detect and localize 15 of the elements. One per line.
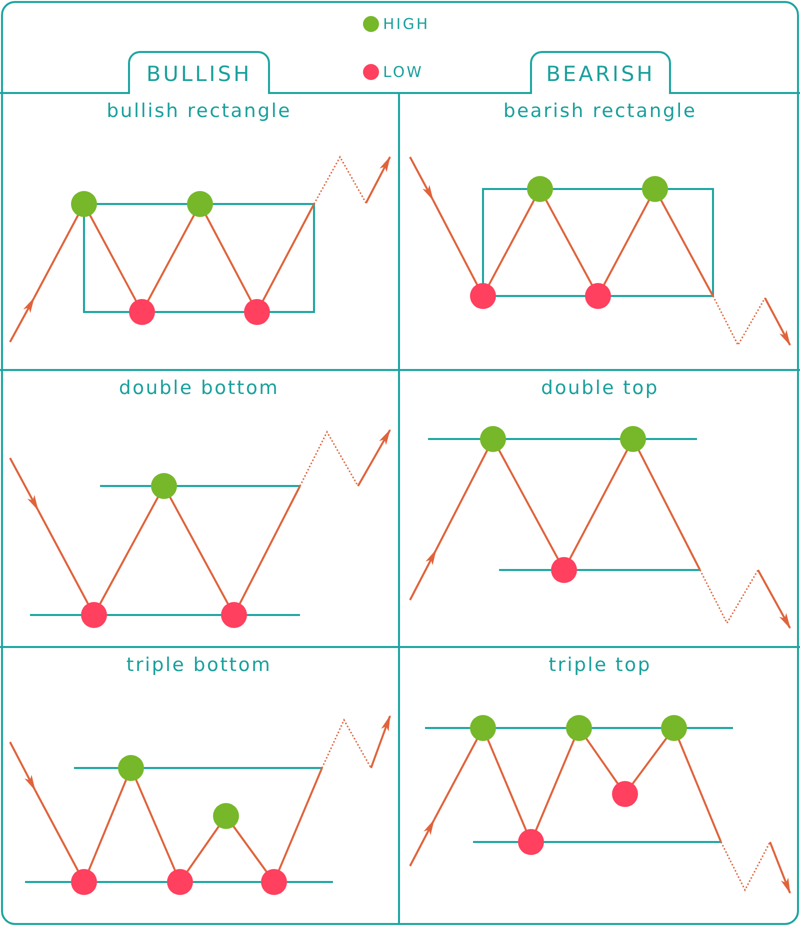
tab-label: BEARISH: [546, 60, 655, 86]
legend-label: HIGH: [383, 15, 430, 33]
tab-label: BULLISH: [146, 60, 252, 86]
panel-title: double bottom: [118, 376, 280, 400]
legend-label: LOW: [383, 63, 424, 81]
column-tab: [530, 51, 671, 94]
panel-title: bearish rectangle: [503, 99, 697, 123]
pattern-panel: [0, 92, 400, 370]
panel-title: triple bottom: [126, 653, 272, 677]
column-tab: [128, 51, 270, 94]
panel-title: double top: [541, 376, 659, 400]
panel-title: bullish rectangle: [106, 99, 292, 123]
pattern-panel: [0, 369, 400, 647]
pattern-panel: [0, 646, 400, 925]
panel-title: triple top: [548, 653, 652, 677]
